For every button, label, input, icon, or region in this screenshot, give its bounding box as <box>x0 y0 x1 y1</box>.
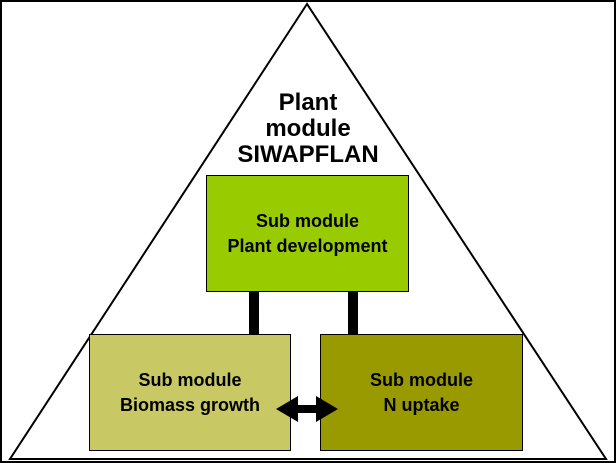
diagram-title: Plant module SIWAPFLAN <box>208 90 408 168</box>
triangle-outline <box>8 2 608 460</box>
box-n-uptake: Sub module N uptake <box>320 334 523 451</box>
box-plant-development-line-1: Sub module <box>256 210 359 231</box>
box-n-uptake-line-1: Sub module <box>370 369 473 390</box>
box-n-uptake-line-2: N uptake <box>383 394 460 415</box>
title-line-2: module <box>265 115 351 142</box>
title-line-3: SIWAPFLAN <box>237 141 379 168</box>
box-biomass-growth-line-2: Biomass growth <box>119 394 261 415</box>
arrow-shaft-left <box>249 268 259 348</box>
box-plant-development: Sub module Plant development <box>206 175 409 292</box>
box-biomass-growth: Sub module Biomass growth <box>89 334 291 451</box>
arrow-shaft-right <box>348 268 358 348</box>
title-line-1: Plant <box>278 89 338 116</box>
box-plant-development-line-2: Plant development <box>227 235 388 256</box>
box-biomass-growth-line-1: Sub module <box>138 369 242 390</box>
